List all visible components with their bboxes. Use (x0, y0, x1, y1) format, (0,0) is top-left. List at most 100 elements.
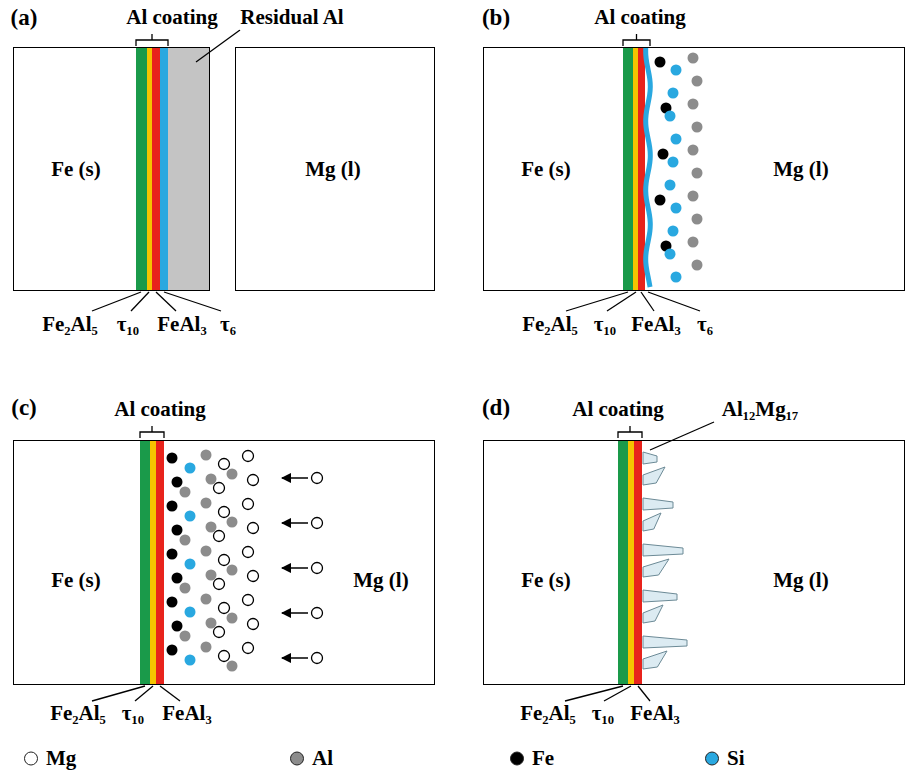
layer-label: τ₁₀ (120, 702, 146, 725)
legend-label: Mg (46, 746, 76, 771)
mg-atom (219, 651, 230, 662)
leader-line (196, 30, 240, 62)
al-atom (227, 661, 238, 672)
legend-label: Si (727, 746, 745, 771)
al-atom (180, 631, 191, 642)
al12mg17-crystal (643, 467, 665, 485)
mg-atom (214, 627, 225, 638)
al-atom (201, 498, 212, 509)
diffusion-arrow (282, 657, 308, 659)
al-atom (201, 594, 212, 605)
mg-atom (214, 483, 225, 494)
layer-label: FeAl₃ (628, 702, 681, 725)
layer-band (147, 47, 152, 291)
si-atom (668, 226, 679, 237)
layer-label: Al coating (570, 398, 666, 421)
leader-line (648, 292, 700, 311)
layer-label: τ₆ (695, 313, 715, 336)
fe-atom (167, 501, 178, 512)
fe-atom (167, 453, 178, 464)
layer-label: τ₁₀ (590, 702, 616, 725)
layer-label: τ₁₀ (592, 313, 618, 336)
al-atom (206, 570, 217, 581)
diffusion-arrow (282, 477, 308, 479)
fe-atom (655, 195, 666, 206)
al-atom (227, 565, 238, 576)
mg-atom (219, 507, 230, 518)
mg-atom (312, 518, 323, 529)
al-atom (692, 168, 703, 179)
phase-label: Mg (l) (305, 158, 360, 181)
si-atom (671, 272, 682, 283)
phase-label: Fe (s) (521, 569, 571, 592)
mg-atom (248, 475, 259, 486)
leader-line (641, 292, 654, 311)
mg-atom (243, 451, 254, 462)
al-atom (206, 618, 217, 629)
mg-atom (248, 619, 259, 630)
al-atom (201, 546, 212, 557)
si-atom (668, 88, 679, 99)
layer-band (618, 440, 628, 685)
layer-label: τ₁₀ (115, 313, 141, 336)
al-atom (201, 450, 212, 461)
mg-atom (219, 555, 230, 566)
layer-label: Residual Al (238, 6, 345, 29)
mg-atom (219, 603, 230, 614)
layer-band (168, 47, 210, 291)
legend-entry: Al (290, 746, 333, 771)
panel-letter: (d) (480, 395, 512, 420)
leader-line (566, 292, 628, 311)
layer-band (156, 440, 164, 685)
fe-atom (172, 525, 183, 536)
leader-line (164, 292, 221, 311)
leader-line (565, 686, 623, 701)
al12mg17-crystal (643, 513, 661, 531)
mg-atom (219, 459, 230, 470)
legend-entry: Fe (510, 746, 554, 771)
al-atom (688, 237, 699, 248)
mg-atom (243, 595, 254, 606)
legend-swatch (290, 751, 304, 765)
phase-label: Fe (s) (521, 158, 571, 181)
al12mg17-crystal (643, 498, 673, 510)
panel-letter: (a) (9, 5, 40, 30)
mg-atom (312, 563, 323, 574)
mg-atom (312, 473, 323, 484)
si-atom (671, 65, 682, 76)
leader-line (131, 292, 149, 311)
mg-atom (248, 571, 259, 582)
al-atom (688, 99, 699, 110)
layer-label: Al coating (112, 398, 208, 421)
legend-entry: Mg (24, 746, 76, 771)
panel-letter: (b) (480, 5, 512, 30)
mg-atom (214, 579, 225, 590)
al-atom (180, 583, 191, 594)
mg-atom (243, 547, 254, 558)
al-atom (227, 469, 238, 480)
fe-atom (167, 549, 178, 560)
layer-band (628, 440, 634, 685)
layer-label: Fe₂Al₅ (518, 702, 578, 725)
al12mg17-crystal (643, 636, 687, 648)
al-atom (206, 522, 217, 533)
phase-label: Fe (s) (51, 569, 101, 592)
mg-atom (312, 653, 323, 664)
leader-line (135, 686, 153, 701)
si-atom (665, 180, 676, 191)
mg-atom (243, 499, 254, 510)
material-block: Fe (s)Mg (l) (13, 440, 435, 685)
diffusion-arrow (282, 567, 308, 569)
al12mg17-crystal (643, 559, 669, 577)
layer-label: Al₁₂Mg₁₇ (720, 398, 801, 421)
mg-atom (248, 523, 259, 534)
diffusion-arrow (282, 612, 308, 614)
si-atom (671, 203, 682, 214)
si-atom (185, 511, 196, 522)
legend-swatch (24, 751, 38, 765)
al12mg17-crystal (643, 452, 657, 464)
legend-entry: Si (705, 746, 745, 771)
layer-band (634, 440, 642, 685)
al-atom (201, 642, 212, 653)
